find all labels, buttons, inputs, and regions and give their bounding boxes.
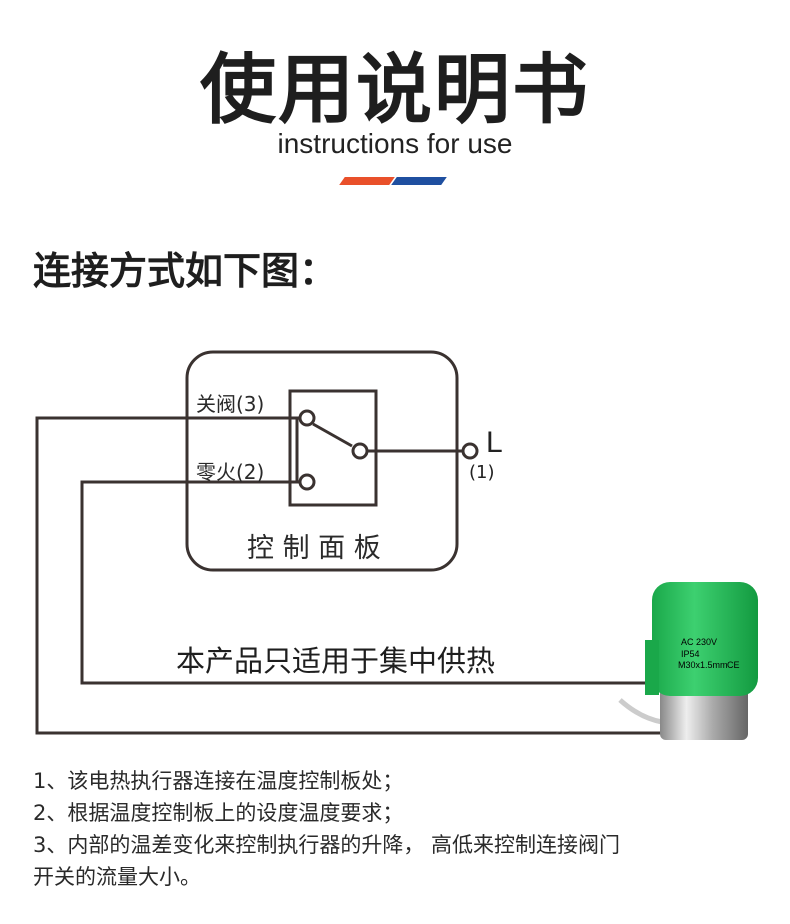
actuator-thread: M30x1.5mm bbox=[678, 660, 728, 670]
terminal-common-node bbox=[351, 442, 369, 460]
terminal-neutral-label: 零火(2) bbox=[196, 460, 265, 484]
terminal-3-node bbox=[298, 409, 316, 427]
terminal-live-letter: L bbox=[486, 426, 503, 459]
control-panel-label: 控 制 面 板 bbox=[247, 533, 381, 564]
control-panel-box bbox=[185, 350, 459, 572]
terminal-1-node bbox=[461, 442, 479, 460]
switch-lever bbox=[312, 422, 353, 448]
note-item: 开关的流量大小。 bbox=[33, 865, 201, 889]
usage-note: 本产品只适用于集中供热 bbox=[176, 644, 496, 678]
note-item: 2、根据温度控制板上的设度温度要求； bbox=[33, 801, 404, 825]
actuator-rating: IP54 bbox=[681, 649, 700, 659]
instruction-notes: 1、该电热执行器连接在温度控制板处； 2、根据温度控制板上的设度温度要求； 3、… bbox=[33, 765, 620, 893]
actuator-voltage: AC 230V bbox=[681, 637, 717, 647]
note-item: 3、内部的温差变化来控制执行器的升降， 高低来控制连接阀门 bbox=[33, 833, 621, 857]
wire-close bbox=[35, 416, 660, 735]
terminal-2-node bbox=[298, 473, 316, 491]
section-heading: 连接方式如下图： bbox=[33, 249, 338, 293]
terminal-close-label: 关阀(3) bbox=[196, 392, 265, 416]
page-title: 使用说明书 bbox=[200, 45, 590, 134]
terminal-live-number: (1) bbox=[469, 462, 495, 483]
actuator-ce-mark: CE bbox=[727, 660, 740, 670]
note-item: 1、该电热执行器连接在温度控制板处； bbox=[33, 769, 404, 793]
page-subtitle: instructions for use bbox=[277, 128, 513, 159]
switch-box bbox=[288, 389, 378, 507]
wire-neutral bbox=[80, 480, 650, 685]
actuator-image: AC 230V IP54 M30x1.5mm CE bbox=[618, 582, 758, 740]
